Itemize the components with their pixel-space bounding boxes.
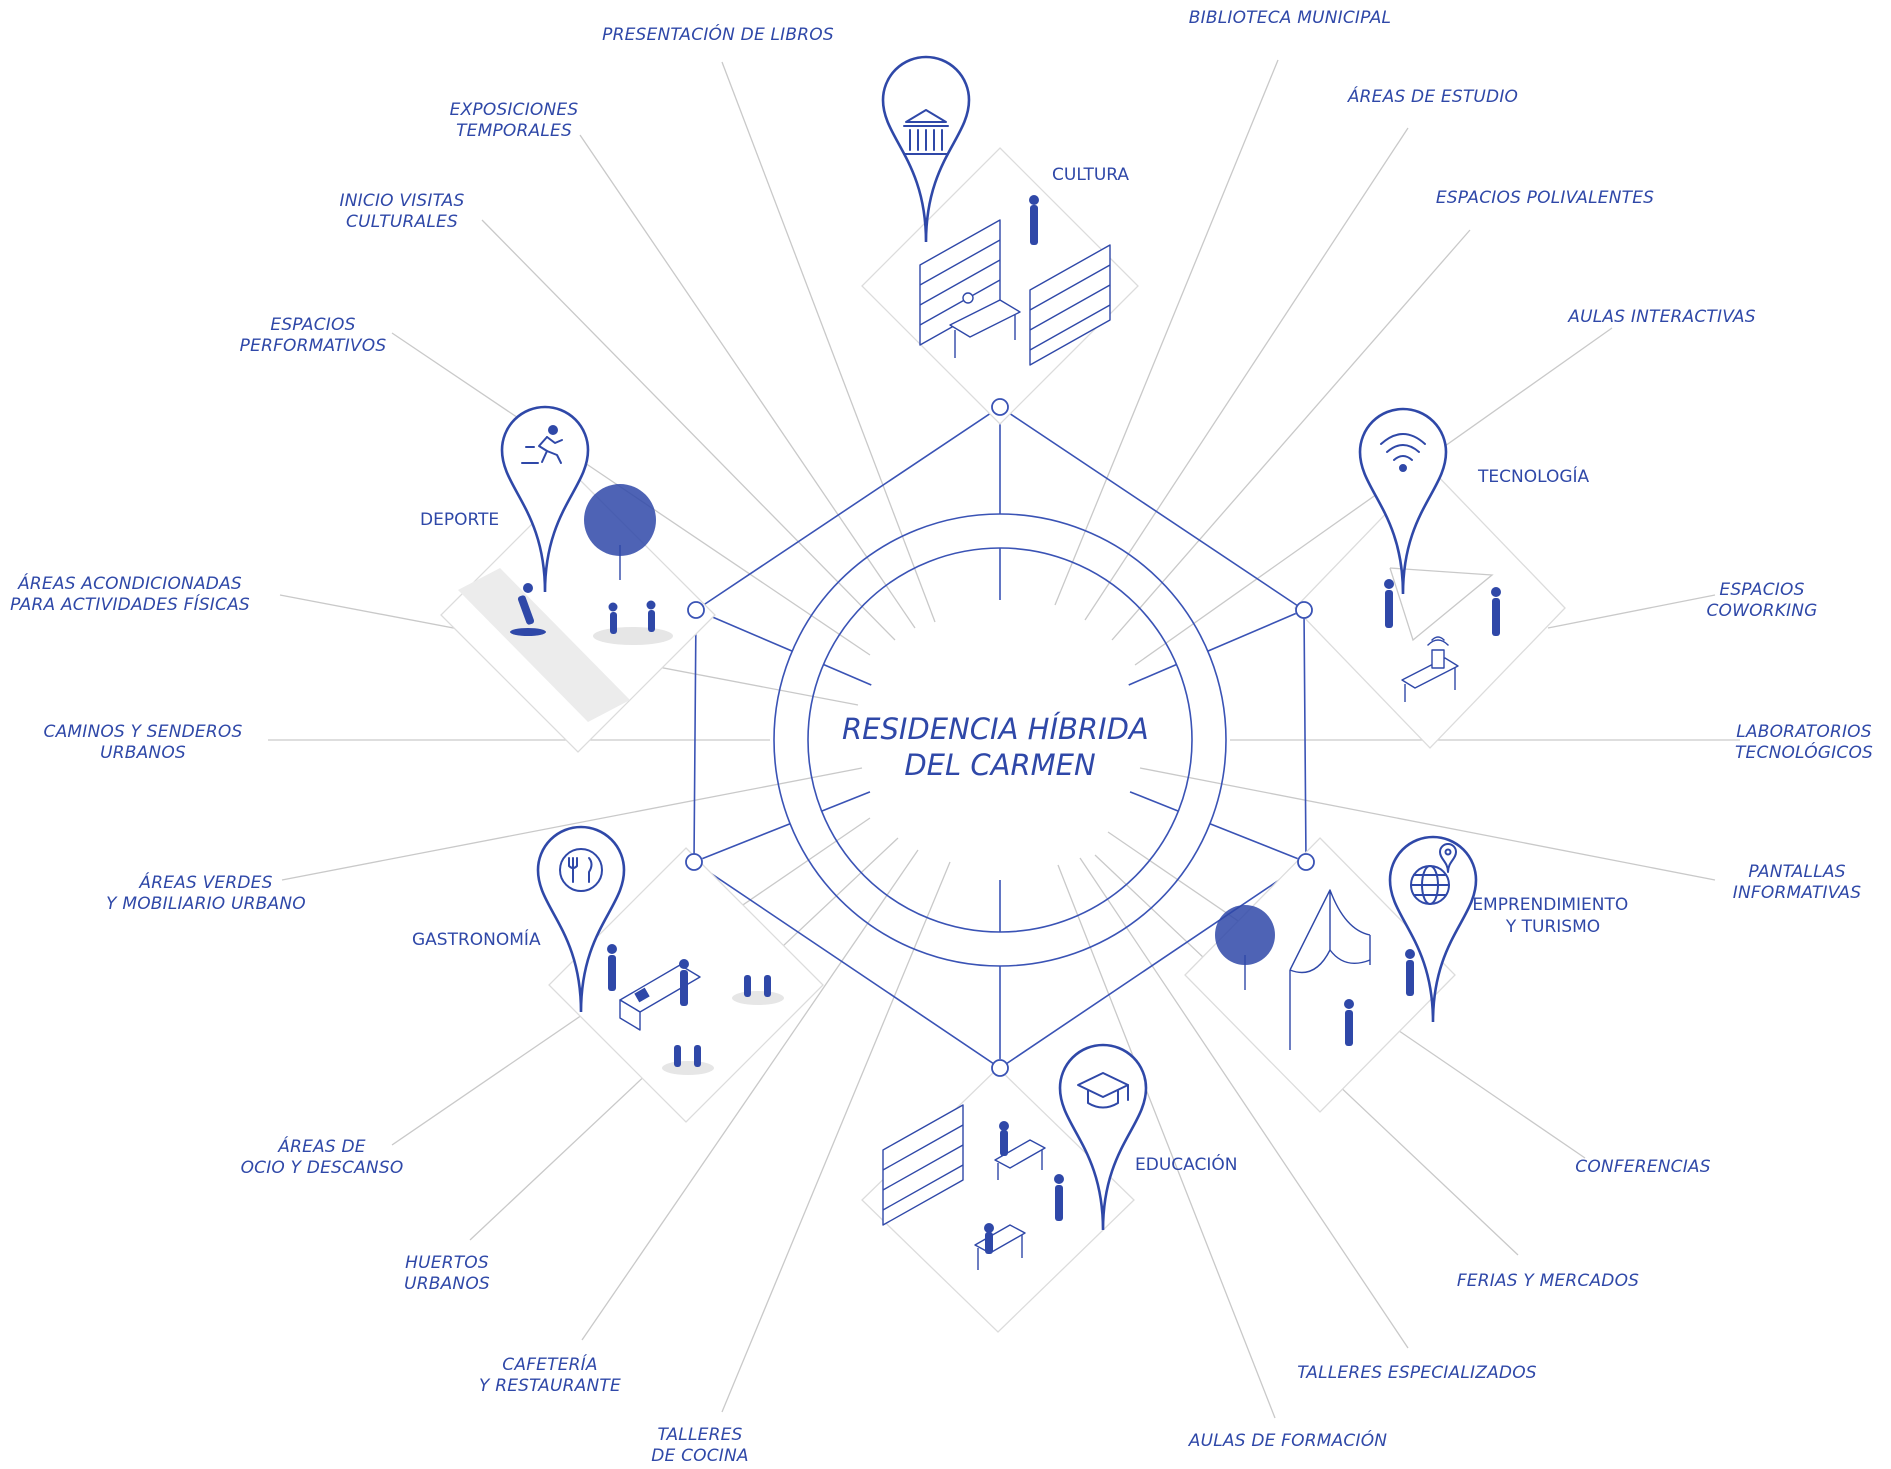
runner-icon xyxy=(521,425,563,464)
spoke-espacios-coworking xyxy=(1547,594,1716,629)
activity-spokes xyxy=(268,59,1740,1419)
vertex-connector xyxy=(703,612,793,652)
spoke-aulas-interactivas xyxy=(1134,327,1613,666)
activity-labels: PRESENTACIÓN DE LIBROS BIBLIOTECA MUNICIP… xyxy=(10,8,1873,1466)
spoke-biblioteca-municipal xyxy=(1054,59,1279,606)
tecnologia-illustration xyxy=(1384,567,1501,702)
vertex-node-cultura[interactable] xyxy=(991,398,1009,416)
inner-tick xyxy=(1129,791,1179,812)
spoke-espacios-polivalentes xyxy=(1111,229,1471,641)
activity-label-ferias-y-mercados: FERIAS Y MERCADOS xyxy=(1457,1271,1639,1291)
vertex-node-emprendimiento[interactable] xyxy=(1297,853,1315,871)
deporte-label: DEPORTE xyxy=(420,510,499,530)
vertex-node-educacion[interactable] xyxy=(991,1059,1009,1077)
tecnologia-pin xyxy=(1358,407,1448,595)
deporte-diamond xyxy=(440,477,716,753)
hexagon-nodes xyxy=(685,398,1315,1077)
graduation-cap-icon xyxy=(1077,1072,1129,1109)
page-title: RESIDENCIA HÍBRIDA DEL CARMEN xyxy=(842,712,1158,782)
educacion-label: EDUCACIÓN xyxy=(1135,1153,1237,1175)
vertex-node-gastronomia[interactable] xyxy=(685,853,703,871)
educacion-pin xyxy=(1058,1043,1148,1231)
vertex-node-tecnologia[interactable] xyxy=(1295,601,1313,619)
deporte-illustration xyxy=(458,484,673,722)
activity-label-aulas-interactivas: AULAS INTERACTIVAS xyxy=(1567,307,1755,327)
vertex-connector xyxy=(702,822,791,860)
activity-label-presentacion-de-libros: PRESENTACIÓN DE LIBROS xyxy=(602,23,834,45)
outer-hub-ring xyxy=(773,513,1227,967)
cultura-illustration xyxy=(919,195,1111,366)
activity-label-conferencias: CONFERENCIAS xyxy=(1575,1157,1710,1177)
plate-cutlery-icon xyxy=(559,848,603,892)
inner-tick xyxy=(1128,663,1177,686)
educacion-illustration xyxy=(882,1104,1064,1270)
hub-ticks xyxy=(702,416,1298,1059)
spoke-inicio-visitas xyxy=(481,219,896,641)
museum-icon xyxy=(903,109,949,155)
gastronomia-pin xyxy=(536,825,626,1013)
gastronomia-label: GASTRONOMÍA xyxy=(412,928,541,950)
inner-tick xyxy=(821,791,871,812)
activity-label-areas-de-estudio: ÁREAS DE ESTUDIO xyxy=(1347,85,1518,107)
spoke-talleres-especializados xyxy=(1079,857,1409,1349)
tecnologia-diamond xyxy=(1294,467,1566,749)
spoke-areas-de-estudio xyxy=(1084,127,1409,621)
activity-label-espacios-polivalentes: ESPACIOS POLIVALENTES xyxy=(1436,188,1654,208)
gastronomia-illustration xyxy=(607,944,784,1075)
emprendimiento-label: EMPRENDIMIENTO Y TURISMO xyxy=(1472,895,1633,937)
wifi-icon xyxy=(1380,433,1426,472)
emprendimiento-illustration xyxy=(1215,889,1415,1050)
spoke-exposiciones-temporales xyxy=(579,134,916,629)
category-tecnologia[interactable]: TECNOLOGÍA xyxy=(1294,407,1590,749)
category-deporte[interactable]: DEPORTE xyxy=(420,405,716,753)
category-emprendimiento[interactable]: EMPRENDIMIENTO Y TURISMO xyxy=(1184,835,1634,1113)
spoke-cafeteria-y-restaurante xyxy=(581,849,919,1341)
spoke-presentacion-de-libros xyxy=(721,61,936,623)
activity-label-aulas-de-formacion: AULAS DE FORMACIÓN xyxy=(1188,1429,1388,1451)
category-cultura[interactable]: CULTURA xyxy=(861,55,1139,425)
activity-label-talleres-especializados: TALLERES ESPECIALIZADOS xyxy=(1297,1363,1537,1383)
cultura-label: CULTURA xyxy=(1052,165,1129,185)
tecnologia-label: TECNOLOGÍA xyxy=(1477,465,1590,487)
spoke-aulas-de-formacion xyxy=(1057,864,1276,1419)
category-educacion[interactable]: EDUCACIÓN xyxy=(861,1043,1237,1333)
activity-label-biblioteca-municipal: BIBLIOTECA MUNICIPAL xyxy=(1189,8,1391,28)
spoke-talleres-de-cocina xyxy=(721,861,951,1413)
emprendimiento-pin xyxy=(1388,835,1478,1023)
inner-hub-ring xyxy=(807,547,1193,933)
vertex-connector xyxy=(1207,612,1297,652)
cultura-pin xyxy=(881,55,971,243)
spoke-pantallas-informativas xyxy=(1139,767,1716,881)
vertex-connector xyxy=(1209,822,1298,860)
deporte-pin xyxy=(500,405,590,593)
inner-tick xyxy=(823,663,872,686)
vertex-node-deporte[interactable] xyxy=(687,601,705,619)
spoke-areas-verdes xyxy=(281,767,863,881)
globe-location-icon xyxy=(1410,843,1457,905)
category-gastronomia[interactable]: GASTRONOMÍA xyxy=(412,825,824,1123)
